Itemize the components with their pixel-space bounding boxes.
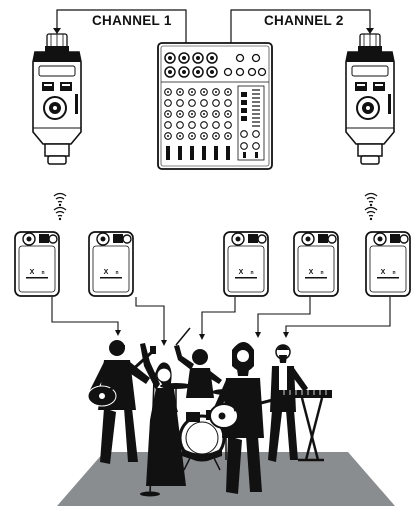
transmitter-channel-1-icon bbox=[33, 34, 81, 164]
receiver-2-icon bbox=[89, 232, 133, 296]
transmitter-channel-2-icon bbox=[346, 34, 394, 164]
receiver-4-icon bbox=[294, 232, 338, 296]
singer bbox=[140, 343, 186, 497]
receiver-routing-lines bbox=[52, 297, 390, 342]
receiver-1-icon bbox=[15, 232, 59, 296]
wireless-signal-right-icon bbox=[365, 194, 377, 221]
channel-1-label: CHANNEL 1 bbox=[92, 13, 172, 28]
wireless-signal-left-icon bbox=[54, 194, 66, 221]
arrow-to-right-transmitter bbox=[366, 28, 374, 34]
receiver-3-icon bbox=[224, 232, 268, 296]
arrow-to-left-transmitter bbox=[53, 28, 61, 34]
receiver-5-icon bbox=[366, 232, 410, 296]
channel-2-label: CHANNEL 2 bbox=[264, 13, 344, 28]
keyboardist bbox=[268, 345, 332, 462]
audio-mixer-icon bbox=[158, 43, 272, 169]
